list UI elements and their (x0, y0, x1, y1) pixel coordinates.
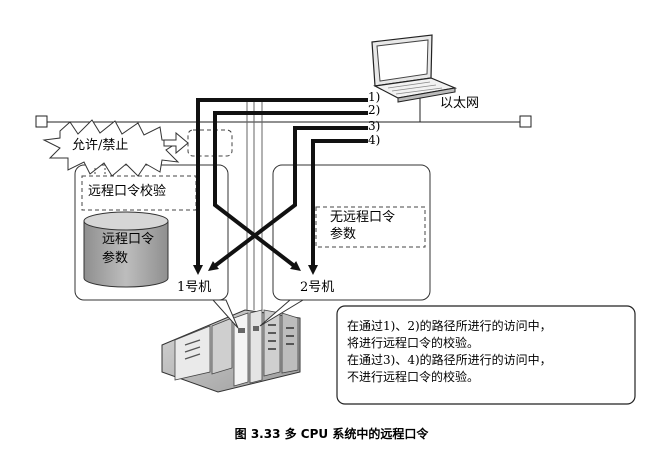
route-arrows (193, 98, 368, 275)
parameter-database-icon (83, 211, 169, 288)
permit-burst-icon (42, 119, 182, 177)
cpu2-none-label-line2: 参数 (330, 227, 357, 242)
note-line-1: 在通过1)、2)的路径所进行的访问中， (347, 319, 552, 333)
note-line-4: 不进行远程口令的校验。 (347, 370, 480, 384)
permit-gate-box (187, 129, 233, 157)
no-password-box (315, 206, 426, 248)
cpu2-none-label-line1: 无远程口令 (330, 210, 396, 225)
permit-label: 允许/禁止 (72, 138, 129, 153)
ethernet-bus (35, 115, 532, 128)
gate-arrow-icon (163, 131, 189, 155)
laptop-icon (371, 34, 458, 122)
bus-terminator-left (35, 115, 48, 128)
cpu1-db-label-line2: 参数 (102, 251, 129, 266)
note-line-3: 在通过3)、4)的路径所进行的访问中， (347, 353, 552, 367)
cpu2-name: 2号机 (300, 280, 335, 295)
route-3-arrow (208, 126, 368, 272)
cpu1-check-label: 远程口令校验 (88, 184, 167, 199)
cpu1-db-label-line1: 远程口令 (102, 232, 155, 247)
route-label-4: 4) (368, 133, 381, 147)
backplane-lines (246, 100, 263, 310)
plc-rack-icon (161, 309, 301, 393)
route-label-3: 3) (368, 119, 381, 133)
route-label-1: 1) (368, 90, 381, 104)
cpu2-boundary (272, 164, 431, 301)
ethernet-label: 以太网 (440, 96, 480, 111)
note-line-2: 将进行远程口令的校验。 (347, 336, 480, 350)
note-box (336, 305, 636, 405)
password-check-box (81, 175, 197, 211)
cpu1-name: 1号机 (177, 280, 212, 295)
figure-caption: 图 3.33 多 CPU 系统中的远程口令 (234, 427, 429, 441)
route-4-arrow (308, 139, 368, 275)
cpu2-callout-wedge (259, 299, 305, 327)
route-1-arrow (193, 98, 368, 275)
cpu1-callout-wedge (211, 299, 239, 329)
bus-terminator-right (519, 115, 532, 128)
route-label-2: 2) (368, 103, 381, 117)
